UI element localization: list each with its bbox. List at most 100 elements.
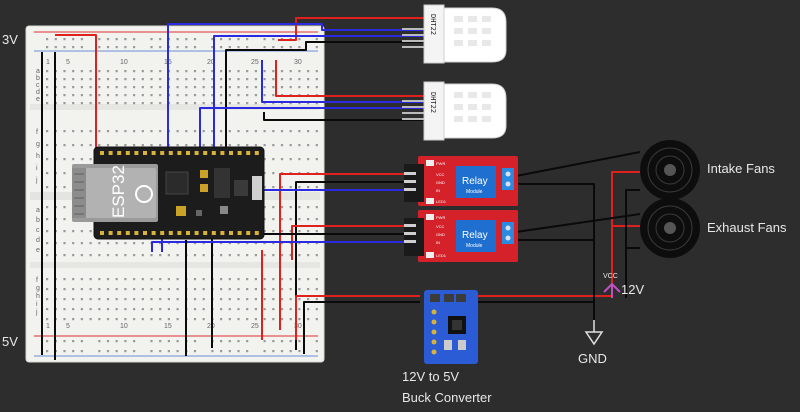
- breadboard-hole: [298, 144, 301, 147]
- gnd-label: GND: [578, 351, 607, 366]
- row-letter: d: [36, 237, 40, 244]
- breadboard-hole: [106, 340, 110, 343]
- breadboard-hole: [228, 278, 231, 281]
- esp32-header-pin: [237, 231, 242, 235]
- breadboard-hole: [263, 158, 266, 161]
- breadboard-hole: [89, 102, 92, 105]
- breadboard-hole: [307, 230, 310, 233]
- breadboard-hole: [159, 130, 162, 133]
- breadboard-hole: [63, 158, 66, 161]
- breadboard-hole: [307, 70, 310, 73]
- esp32-board: ESP32: [72, 146, 265, 240]
- breadboard-hole: [220, 102, 223, 105]
- esp32-header-pin: [108, 231, 113, 235]
- breadboard-hole: [98, 38, 101, 41]
- row-letter: f: [36, 129, 38, 136]
- breadboard-hole: [176, 102, 179, 105]
- breadboard-hole: [211, 46, 214, 49]
- breadboard-hole: [72, 242, 75, 245]
- breadboard-hole: [72, 130, 75, 133]
- breadboard-hole: [307, 318, 310, 321]
- vcc-symbol: VCC 12V: [603, 273, 644, 298]
- breadboard-hole: [72, 102, 75, 105]
- breadboard-hole: [89, 278, 92, 281]
- breadboard-hole: [133, 78, 136, 81]
- esp32-header-pin: [143, 151, 147, 155]
- breadboard-hole: [263, 242, 266, 245]
- wires: [41, 17, 642, 360]
- breadboard-hole: [272, 158, 275, 161]
- esp32-label: ESP32: [109, 165, 128, 218]
- breadboard-hole: [298, 78, 301, 81]
- breadboard-hole: [115, 242, 118, 245]
- breadboard-hole: [89, 78, 92, 81]
- breadboard-hole: [237, 144, 240, 147]
- breadboard-hole: [89, 158, 92, 161]
- breadboard-hole: [193, 70, 197, 73]
- dht22-label: DHT22: [429, 92, 437, 113]
- row-letter: e: [36, 247, 40, 254]
- breadboard-hole: [280, 218, 284, 221]
- breadboard-hole: [98, 340, 101, 343]
- breadboard-hole: [280, 278, 284, 281]
- wire-red-dht2-vcc: [275, 60, 424, 97]
- breadboard-hole: [298, 242, 301, 245]
- breadboard-hole: [80, 86, 83, 89]
- breadboard-hole: [80, 38, 83, 41]
- breadboard-hole: [280, 78, 284, 81]
- breadboard-hole: [72, 158, 75, 161]
- wire-red-buck-out: [295, 295, 420, 340]
- breadboard-hole: [98, 78, 101, 81]
- breadboard-hole: [63, 230, 66, 233]
- breadboard-hole: [307, 78, 310, 81]
- breadboard-hole: [98, 70, 101, 73]
- breadboard-hole: [133, 278, 136, 281]
- breadboard-hole: [46, 102, 49, 105]
- breadboard-hole: [263, 288, 266, 291]
- breadboard-hole: [263, 102, 266, 105]
- breadboard-hole: [167, 242, 170, 245]
- breadboard-hole: [115, 86, 118, 89]
- esp32-header-pin: [211, 151, 216, 155]
- breadboard-hole: [89, 70, 92, 73]
- breadboard-hole: [72, 46, 75, 49]
- breadboard-hole: [89, 130, 92, 133]
- breadboard-hole: [289, 230, 292, 233]
- breadboard-hole: [289, 206, 292, 209]
- breadboard-hole: [106, 298, 110, 301]
- breadboard-hole: [115, 340, 118, 343]
- breadboard-hole: [159, 38, 162, 41]
- breadboard-hole: [89, 230, 92, 233]
- breadboard-hole: [150, 278, 153, 281]
- breadboard-hole: [280, 340, 284, 343]
- breadboard-hole: [80, 350, 83, 353]
- breadboard-hole: [193, 278, 197, 281]
- row-letter: h: [36, 293, 40, 300]
- row-letter: a: [36, 68, 40, 75]
- breadboard-hole: [63, 86, 66, 89]
- wire-black-relay2-fan: [515, 213, 641, 233]
- breadboard-hole: [124, 102, 127, 105]
- breadboard-hole: [193, 340, 197, 343]
- row-letter: j: [35, 177, 38, 184]
- breadboard-hole: [246, 78, 249, 81]
- breadboard-hole: [159, 70, 162, 73]
- breadboard-hole: [72, 318, 75, 321]
- breadboard-hole: [307, 254, 310, 257]
- breadboard-hole: [106, 102, 110, 105]
- esp32-header-pin: [177, 151, 182, 155]
- breadboard-hole: [115, 308, 118, 311]
- breadboard-hole: [220, 298, 223, 301]
- breadboard-hole: [202, 278, 205, 281]
- breadboard-hole: [124, 278, 127, 281]
- esp32-header-pin: [246, 151, 251, 155]
- breadboard-hole: [124, 46, 127, 49]
- breadboard-hole: [176, 94, 179, 97]
- converter-label-line2: Buck Converter: [402, 390, 492, 405]
- breadboard-hole: [246, 70, 249, 73]
- breadboard-hole: [315, 298, 318, 301]
- row-letter: b: [36, 75, 40, 82]
- breadboard-hole: [289, 254, 292, 257]
- breadboard-hole: [106, 288, 110, 291]
- breadboard-hole: [89, 254, 92, 257]
